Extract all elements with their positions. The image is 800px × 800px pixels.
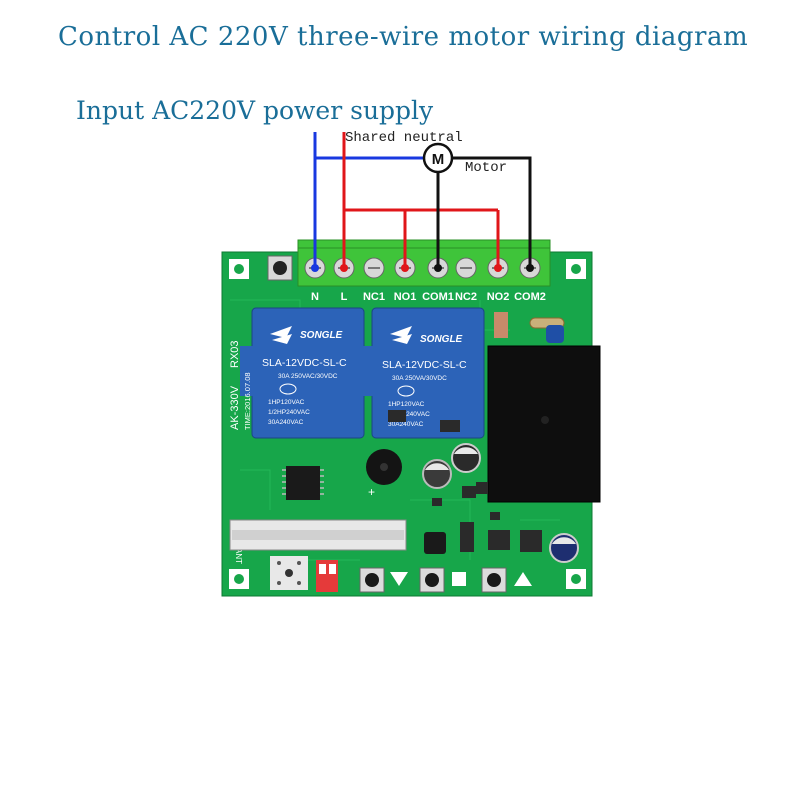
terminal-label-l: L: [341, 291, 348, 303]
relay-1-rating-3: 1/2HP240VAC: [268, 409, 310, 416]
terminal-label-com2: COM2: [514, 291, 546, 303]
terminal-label-com1: COM1: [422, 291, 454, 303]
black-wire-com2: [452, 156, 532, 268]
relay-2-rating-4: 30A240VAC: [388, 421, 424, 428]
relay-1: SONGLE SLA-12VDC-SL-C 30A 250VAC/30VDC 1…: [240, 307, 372, 439]
learn-button[interactable]: [267, 255, 293, 281]
capacitor: [546, 325, 564, 343]
relay-1-rating-4: 30A240VAC: [268, 419, 304, 426]
smd-components: [388, 410, 542, 552]
motor-label: Motor: [465, 160, 508, 176]
terminal-label-no1: NO1: [394, 291, 417, 303]
stop-square-icon: [452, 572, 466, 586]
relay-1-rating-1: 30A 250VAC/30VDC: [278, 373, 338, 380]
songle-logo-icon: [270, 326, 292, 344]
relay-2-model: SLA-12VDC-SL-C: [382, 359, 467, 371]
resistor: [494, 312, 508, 338]
wires: [313, 132, 532, 268]
songle-logo-icon: [390, 326, 412, 344]
capacitor: [451, 443, 481, 473]
up-arrow-icon: [514, 572, 532, 586]
motor-icon: M: [422, 142, 454, 174]
motor-symbol: M: [432, 151, 445, 168]
relay-1-model: SLA-12VDC-SL-C: [262, 357, 347, 369]
relay-2-rating-1: 30A 250VA/30VDC: [392, 375, 447, 382]
relay-1-brand: SONGLE: [300, 330, 343, 341]
relay-2-brand: SONGLE: [420, 334, 463, 345]
dip-switch[interactable]: [316, 560, 338, 592]
button-stop[interactable]: [359, 567, 385, 593]
button-down[interactable]: [419, 567, 445, 593]
down-arrow-icon: [390, 572, 408, 586]
terminal-label-n: N: [311, 291, 319, 303]
relay-2: SONGLE SLA-12VDC-SL-C 30A 250VA/30VDC 1H…: [364, 307, 485, 439]
terminal-label-nc1: NC1: [363, 291, 385, 303]
diagram-title: Control AC 220V three-wire motor wiring …: [58, 22, 749, 52]
receiver-module: [229, 519, 407, 551]
wire-terminations: [311, 264, 534, 272]
capacitor: [549, 533, 579, 563]
terminal-screw-nc1[interactable]: [363, 257, 385, 279]
mounting-holes: [229, 259, 586, 589]
power-module: [487, 345, 601, 503]
svg-text:+: +: [368, 485, 375, 499]
relay-2-rating-2: 1HP120VAC: [388, 401, 425, 408]
board-time: TIME:2016.07.08: [243, 372, 252, 430]
terminal-label-no2: NO2: [487, 291, 510, 303]
antenna-pads: [270, 556, 308, 590]
button-up[interactable]: [481, 567, 507, 593]
board-model: AK-330V: [229, 385, 241, 430]
board-rx: RX03: [229, 340, 241, 368]
relay-2-rating-3: 1/2HP240VAC: [388, 411, 430, 418]
capacitor: [422, 459, 452, 489]
board-silkscreen: AK-330V RX03 TIME:2016.07.08 ANT: [229, 340, 252, 564]
diagram-subtitle: Input AC220V power supply: [76, 96, 434, 125]
terminal-label-nc2: NC2: [455, 291, 477, 303]
terminal-screw-nc2[interactable]: [455, 257, 477, 279]
board-ant: ANT: [234, 548, 243, 564]
shared-neutral-label: Shared neutral: [345, 130, 463, 146]
ic-chip: [282, 466, 324, 500]
inductor: [424, 532, 446, 554]
relay-1-rating-2: 1HP120VAC: [268, 399, 305, 406]
